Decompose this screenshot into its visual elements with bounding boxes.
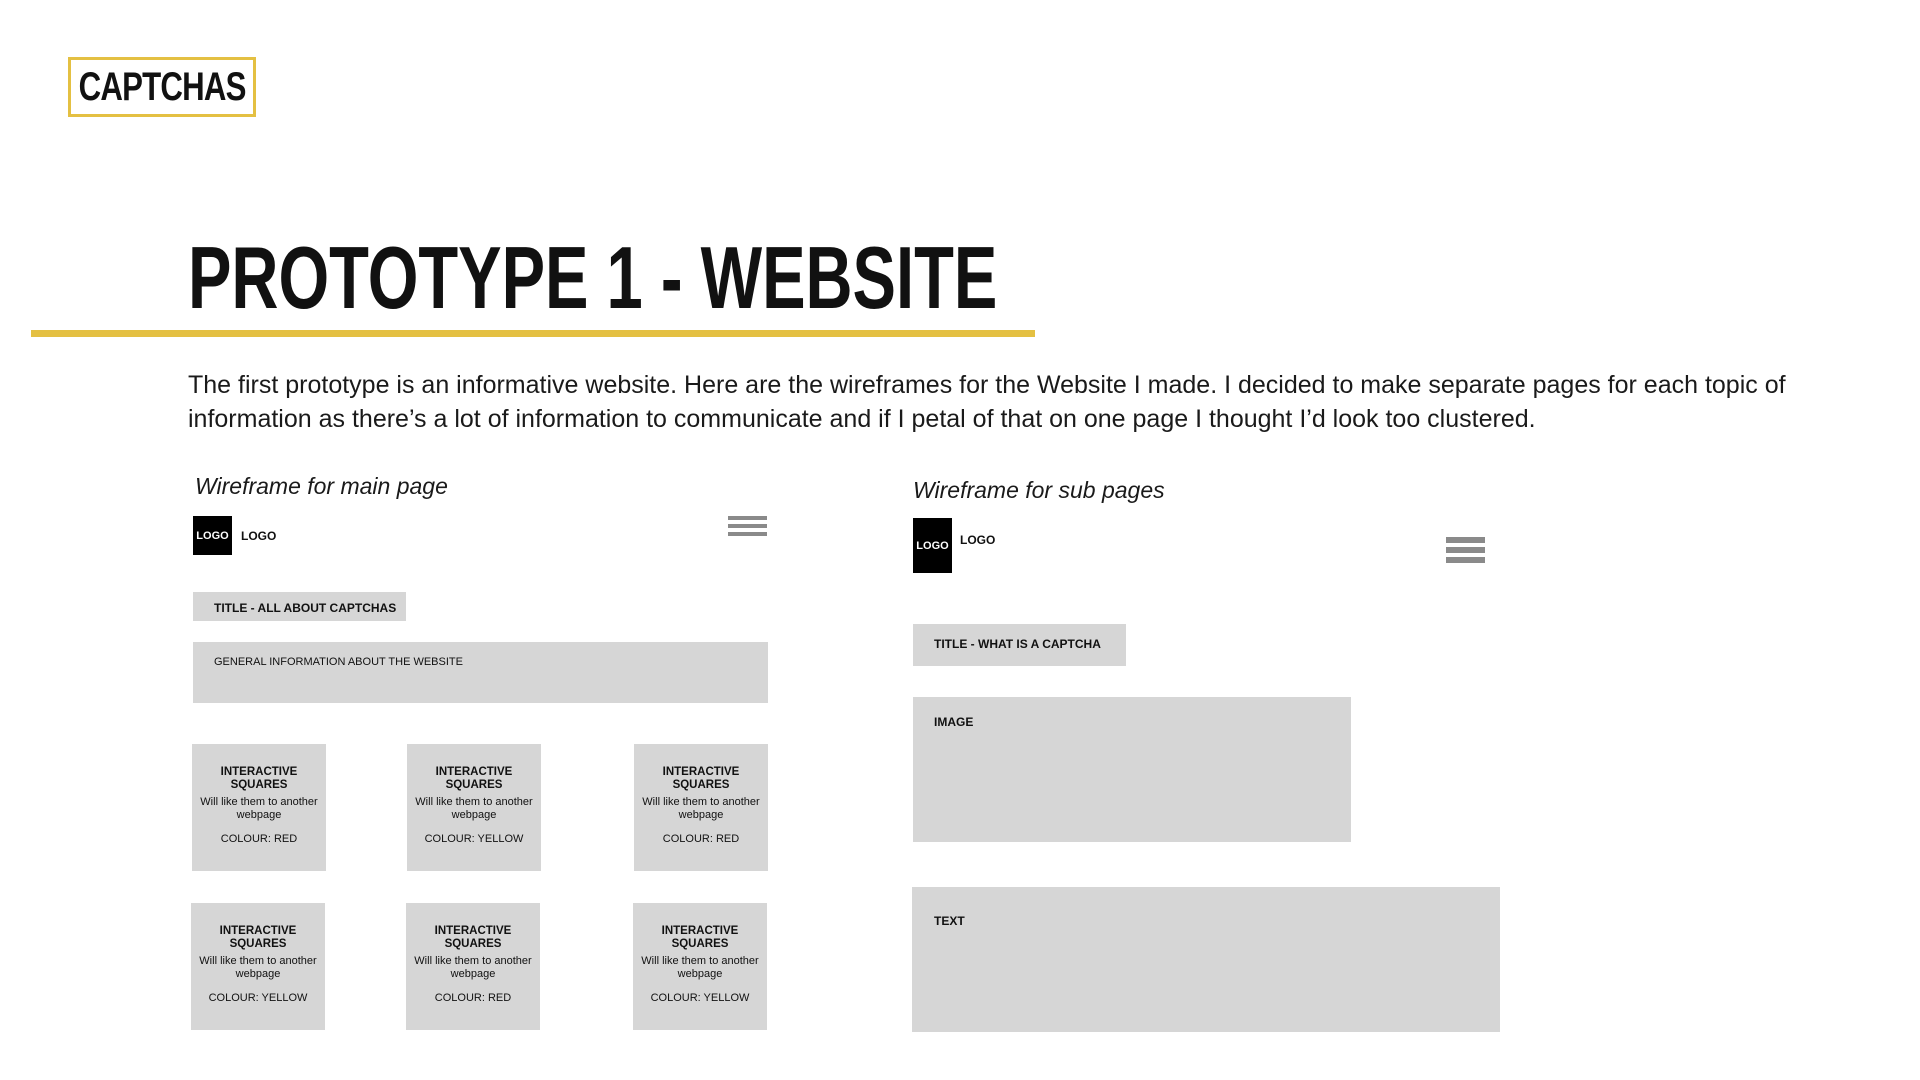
sub-logo-text: LOGO bbox=[960, 533, 996, 547]
tile-heading: INTERACTIVE SQUARES bbox=[662, 766, 740, 791]
sub-image-placeholder: IMAGE bbox=[913, 697, 1351, 842]
main-logo-box: LOGO bbox=[193, 516, 232, 555]
interactive-square-tile: INTERACTIVE SQUARES Will like them to an… bbox=[407, 744, 541, 871]
tile-colour: COLOUR: YELLOW bbox=[208, 992, 308, 1004]
tile-description: Will like them to another webpage bbox=[642, 796, 760, 821]
main-title-label: TITLE - ALL ABOUT CAPTCHAS bbox=[214, 601, 397, 615]
tile-description: Will like them to another webpage bbox=[415, 796, 533, 821]
tile-description: Will like them to another webpage bbox=[199, 955, 317, 980]
main-info-box: GENERAL INFORMATION ABOUT THE WEBSITE bbox=[193, 642, 768, 703]
sub-text-placeholder: TEXT bbox=[912, 887, 1500, 1032]
tile-colour: COLOUR: YELLOW bbox=[424, 833, 524, 845]
tile-description: Will like them to another webpage bbox=[641, 955, 759, 980]
sub-wireframe-caption: Wireframe for sub pages bbox=[913, 477, 1165, 503]
tile-description: Will like them to another webpage bbox=[200, 796, 318, 821]
main-title-box: TITLE - ALL ABOUT CAPTCHAS bbox=[193, 592, 406, 621]
tile-heading: INTERACTIVE SQUARES bbox=[435, 766, 513, 791]
interactive-square-tile: INTERACTIVE SQUARES Will like them to an… bbox=[406, 903, 540, 1030]
sub-text-label: TEXT bbox=[934, 914, 965, 928]
interactive-square-tile: INTERACTIVE SQUARES Will like them to an… bbox=[633, 903, 767, 1030]
main-hamburger-menu-icon bbox=[728, 516, 767, 540]
tile-colour: COLOUR: RED bbox=[662, 833, 740, 845]
main-logo-text: LOGO bbox=[241, 529, 277, 543]
sub-title-box: TITLE - WHAT IS A CAPTCHA bbox=[913, 624, 1126, 666]
tile-heading: INTERACTIVE SQUARES bbox=[434, 925, 512, 950]
interactive-square-tile: INTERACTIVE SQUARES Will like them to an… bbox=[634, 744, 768, 871]
title-underline bbox=[31, 330, 1035, 337]
sub-title-label: TITLE - WHAT IS A CAPTCHA bbox=[934, 637, 1101, 651]
sub-hamburger-menu-icon bbox=[1446, 537, 1485, 567]
main-wireframe-caption: Wireframe for main page bbox=[195, 473, 448, 499]
tile-colour: COLOUR: RED bbox=[434, 992, 512, 1004]
brand-badge: CAPTCHAS bbox=[68, 57, 256, 117]
intro-paragraph: The first prototype is an informative we… bbox=[188, 371, 1786, 433]
interactive-square-tile: INTERACTIVE SQUARES Will like them to an… bbox=[192, 744, 326, 871]
main-info-label: GENERAL INFORMATION ABOUT THE WEBSITE bbox=[214, 656, 463, 668]
sub-image-label: IMAGE bbox=[934, 715, 974, 729]
interactive-square-tile: INTERACTIVE SQUARES Will like them to an… bbox=[191, 903, 325, 1030]
sub-logo-box: LOGO bbox=[913, 518, 952, 573]
tile-heading: INTERACTIVE SQUARES bbox=[219, 925, 297, 950]
tile-colour: COLOUR: YELLOW bbox=[650, 992, 750, 1004]
tile-heading: INTERACTIVE SQUARES bbox=[220, 766, 298, 791]
page-title: PROTOTYPE 1 - WEBSITE bbox=[188, 228, 998, 327]
tile-colour: COLOUR: RED bbox=[220, 833, 298, 845]
tile-description: Will like them to another webpage bbox=[414, 955, 532, 980]
tile-heading: INTERACTIVE SQUARES bbox=[661, 925, 739, 950]
